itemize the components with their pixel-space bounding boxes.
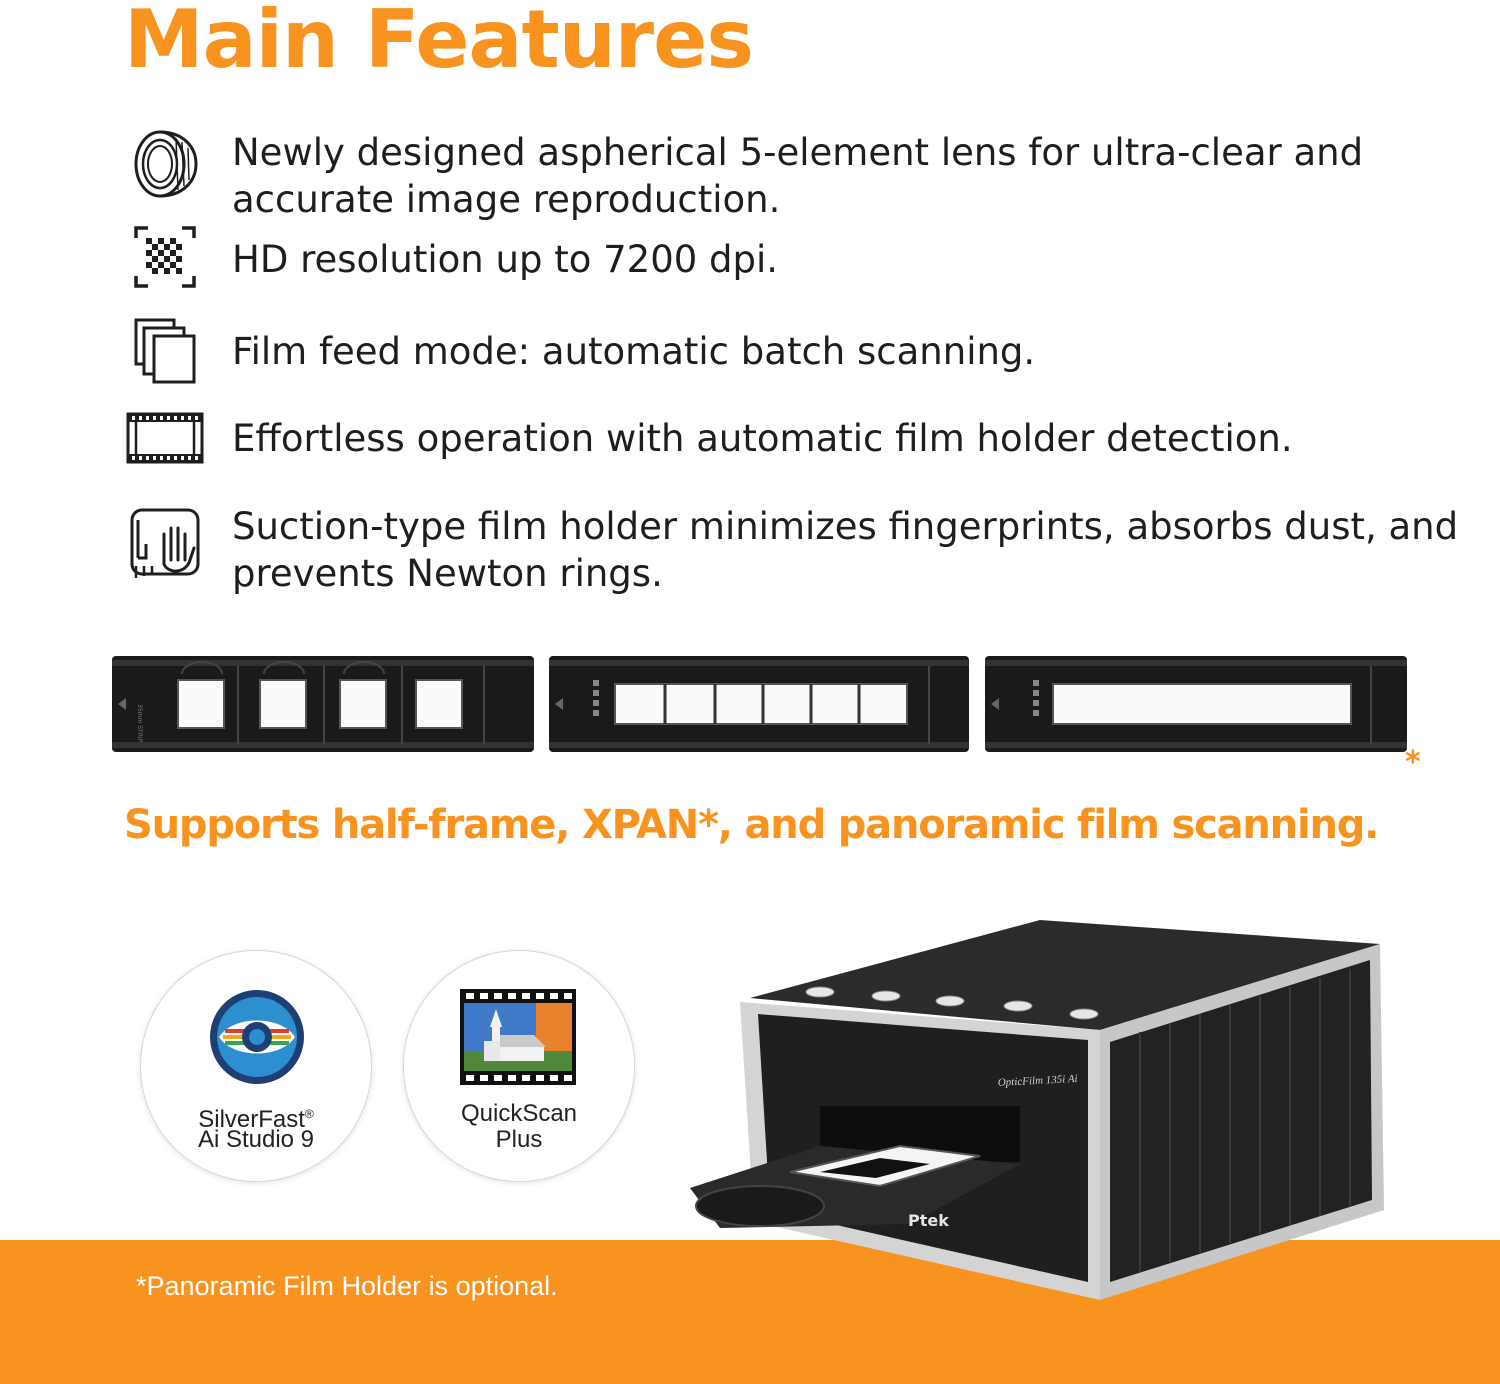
svg-text:35mm STRIP: 35mm STRIP: [136, 704, 143, 743]
panoramic-film-holder: [985, 656, 1407, 752]
footnote: *Panoramic Film Holder is optional.: [136, 1271, 558, 1301]
feature-text-suction: Suction-type film holder minimizes finge…: [232, 505, 1459, 595]
feature-text-lens: Newly designed aspherical 5-element lens…: [232, 131, 1364, 221]
half-frame-film-holder: 35mm STRIP: [112, 656, 534, 752]
film-holder-icon: [124, 408, 206, 490]
film-scanner-image: OpticFilm 135i Ai Ptek: [680, 910, 1400, 1310]
registered-mark: ®: [304, 1107, 314, 1121]
silverfast-badge: SilverFast® Ai Studio 9: [140, 950, 372, 1182]
silverfast-eye-icon: [209, 989, 305, 1085]
scanner-model-label: OpticFilm 135i Ai: [998, 1073, 1078, 1089]
silverfast-version: Ai Studio 9: [197, 1126, 315, 1153]
silverfast-name: SilverFast®: [141, 1101, 371, 1133]
supports-headline: Supports half-frame, XPAN*, and panorami…: [124, 802, 1379, 848]
feature-text-holder-detection: Effortless operation with automatic film…: [232, 417, 1293, 460]
page-title: Main Features: [124, 0, 754, 86]
footer-band: [0, 1240, 1500, 1384]
35mm-strip-film-holder: [549, 656, 969, 752]
optional-marker: *: [1405, 745, 1421, 780]
quickscan-badge: QuickScan Plus: [403, 950, 635, 1182]
resolution-icon: [124, 222, 206, 304]
lens-icon: [124, 124, 206, 206]
quickscan-church-icon: [460, 989, 576, 1085]
silverfast-name-text: SilverFast: [198, 1106, 305, 1133]
quickscan-name: QuickScan: [460, 1100, 578, 1127]
suction-hand-icon: [124, 504, 206, 586]
scanner-brand-text: Ptek: [908, 1211, 949, 1230]
quickscan-edition: Plus: [495, 1126, 543, 1153]
feature-text-film-feed: Film feed mode: automatic batch scanning…: [232, 330, 1036, 373]
stacked-pages-icon: [124, 316, 206, 398]
feature-text-resolution: HD resolution up to 7200 dpi.: [232, 238, 779, 281]
